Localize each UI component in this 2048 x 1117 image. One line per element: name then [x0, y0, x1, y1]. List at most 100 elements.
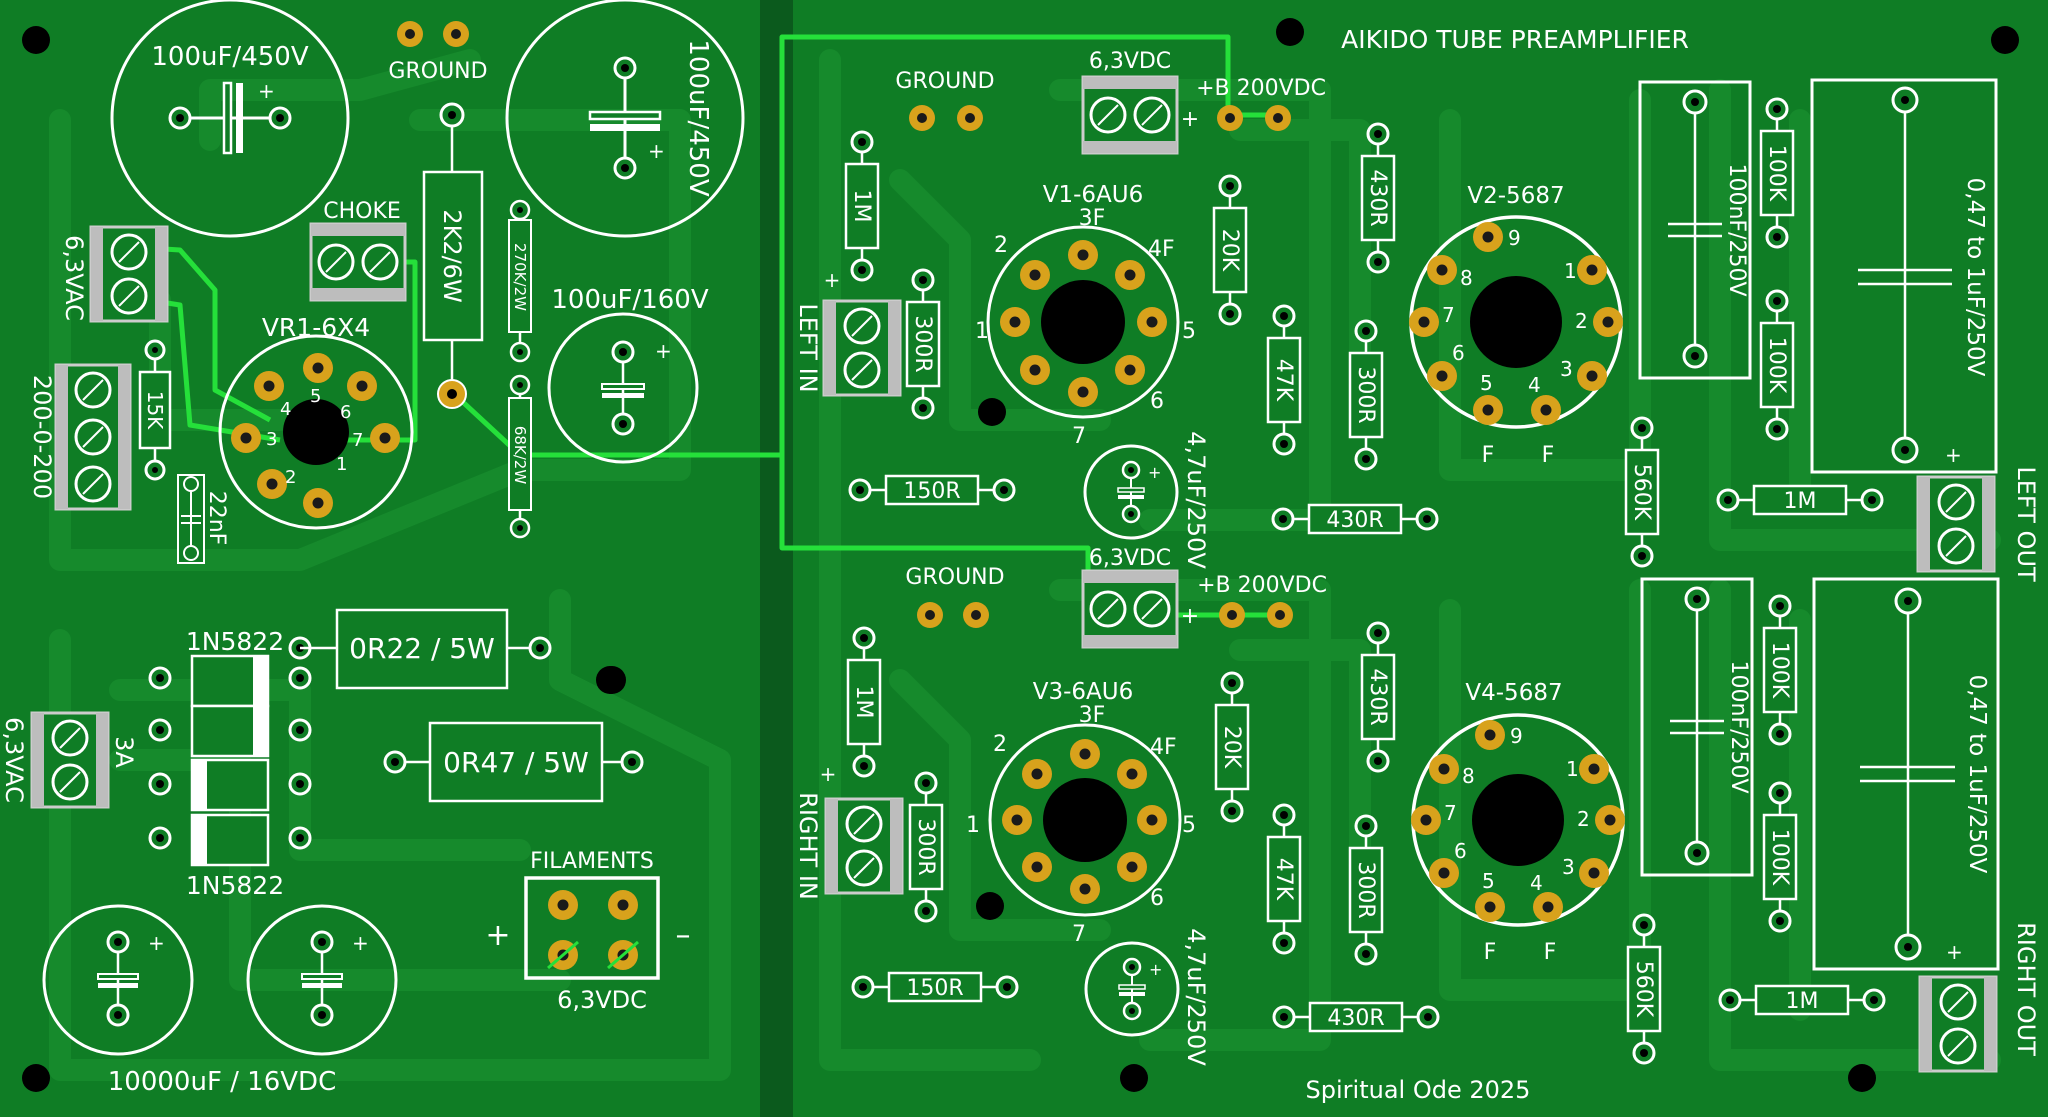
ch1-ground-pads: GROUND — [905, 565, 1005, 628]
rect-pin-1: 1 — [336, 454, 347, 475]
res-15k-label: 15K — [143, 391, 167, 430]
ch0-r-1m: 1M — [844, 130, 880, 282]
svg-text:+: + — [1946, 940, 1963, 964]
ch0-r-300a: 300R — [905, 268, 941, 420]
choke-label: CHOKE — [323, 199, 401, 224]
heater-terminal-label: 6,3VAC — [60, 235, 88, 321]
svg-text:+: + — [1149, 960, 1162, 979]
ch1-r-430b-label: 430R — [1327, 1006, 1384, 1031]
ch0-ground-pads: GROUND — [895, 69, 995, 131]
diode-bridge: 1N5822 1N5822 — [148, 627, 312, 900]
ch0-r-430b-label: 430R — [1326, 508, 1383, 533]
channel-left: GROUND 6,3VDC +B 200VDC + 1M + LEFT IN 3… — [794, 49, 2040, 582]
ch1-t2-pin-5: 5 — [1482, 869, 1495, 893]
ch0-t2-pin-1: 1 — [1564, 259, 1577, 283]
ch1-r-560k-label: 560K — [1631, 961, 1656, 1018]
svg-text:+: + — [352, 931, 369, 955]
svg-text:+: + — [824, 268, 841, 292]
res-0r22-label: 0R22 / 5W — [349, 632, 495, 665]
svg-text:+: + — [648, 139, 665, 163]
ch0-input-terminal: + LEFT IN — [794, 268, 902, 397]
ch0-tube1: V1-6AU6 1 2 3F 4F 5 6 7 — [975, 182, 1196, 449]
ch1-t2-pin-4: 4 — [1530, 871, 1543, 895]
ch0-r-100ka-label: 100K — [1764, 145, 1789, 202]
res-68k: 68K/2W — [508, 374, 532, 539]
ch0-heater-terminal: 6,3VDC — [1081, 49, 1179, 155]
diode-bottom-label: 1N5822 — [186, 871, 284, 900]
rect-pin-4: 4 — [280, 399, 291, 420]
cap-main-1-label: 100uF/450V — [151, 42, 308, 72]
cap-22n: 22nF — [177, 474, 229, 564]
cap-22n-label: 22nF — [204, 491, 229, 546]
ch0-r-47k-label: 47K — [1271, 359, 1296, 402]
svg-text:+: + — [1945, 443, 1962, 467]
ch1-output-label: RIGHT OUT — [2012, 922, 2040, 1056]
ch1-cap-out-label: 0,47 to 1uF/250V — [1964, 675, 1990, 874]
ch1-r-300a: 300R — [908, 771, 944, 923]
ch1-r-1m: 1M — [846, 626, 882, 778]
ch1-t2-pin-9: 9 — [1510, 724, 1523, 748]
ch0-t2-pin-3: 3 — [1560, 357, 1573, 381]
ch0-r-430a-label: 430R — [1365, 169, 1390, 226]
ch1-t2-pin-f2: F — [1544, 940, 1557, 965]
ch1-cap-100n-label: 100nF/250V — [1726, 660, 1751, 793]
amp-title: AIKIDO TUBE PREAMPLIFIER Spiritual Ode 2… — [1306, 25, 1689, 1104]
cap-main-1: + 100uF/450V — [110, 0, 350, 238]
hv-terminal: 200-0-200 — [28, 363, 132, 511]
filaments-plus: + — [485, 918, 510, 953]
ch0-r-100kb-label: 100K — [1764, 337, 1789, 394]
cap-main-2-label: 100uF/450V — [683, 39, 713, 196]
ch0-t1-pin-2: 2 — [994, 233, 1008, 258]
ch0-bplus-label: +B 200VDC — [1196, 76, 1326, 101]
ch0-r-150-label: 150R — [903, 479, 960, 504]
ch0-r-20k: 20K — [1212, 174, 1248, 326]
ch0-cap-100n: 100nF/250V — [1638, 80, 1752, 380]
svg-text:+: + — [655, 339, 672, 363]
filaments-volt-label: 6,3VDC — [557, 986, 647, 1014]
ch0-heater-label: 6,3VDC — [1089, 49, 1171, 74]
ch0-bplus-pads: +B 200VDC + — [1181, 76, 1326, 132]
fuse-label: 3A — [110, 736, 138, 768]
svg-text:+: + — [258, 79, 275, 103]
ch1-t2-pin-6: 6 — [1454, 839, 1467, 863]
filaments-label: FILAMENTS — [530, 849, 654, 874]
svg-text:+: + — [148, 931, 165, 955]
svg-text:+: + — [1181, 107, 1199, 132]
ch0-cap-100n-label: 100nF/250V — [1724, 163, 1749, 296]
ch0-r-430b: 430R — [1271, 503, 1439, 535]
res-0r47-label: 0R47 / 5W — [443, 746, 589, 779]
ch0-r-20k-label: 20K — [1217, 229, 1242, 272]
board-title: AIKIDO TUBE PREAMPLIFIER — [1341, 25, 1689, 54]
ch1-tube2: V4-5687 1 2 3 4 5 6 7 8 9 F F — [1411, 680, 1625, 965]
ch1-t2-pin-8: 8 — [1462, 764, 1475, 788]
ch1-ground-label: GROUND — [905, 565, 1004, 590]
res-2k2-label: 2K2/6W — [438, 209, 466, 302]
channel-right: GROUND 6,3VDC +B 200VDC + 1M + RIGHT IN … — [794, 546, 2040, 1073]
ch0-tube2: V2-5687 1 2 3 4 5 6 7 8 9 F F — [1409, 183, 1623, 468]
ch0-output-terminal: LEFT OUT — [1916, 466, 2040, 582]
ch1-r-300b-label: 300R — [1353, 861, 1378, 918]
ch1-t1-pin-2: 2 — [993, 732, 1007, 757]
ch0-output-label: LEFT OUT — [2012, 466, 2040, 582]
ch1-r-47k: 47K — [1266, 803, 1302, 955]
rect-pin-6: 6 — [340, 402, 351, 423]
ch0-r-100kb: 100K — [1759, 289, 1795, 441]
svg-text:+: + — [1181, 604, 1199, 629]
ch1-r-430a: 430R — [1360, 621, 1396, 773]
ch0-t2-pin-8: 8 — [1460, 266, 1473, 290]
ch1-r-100kb-label: 100K — [1767, 829, 1792, 886]
ch1-r-1m-out-label: 1M — [1786, 989, 1819, 1014]
ch1-tube1-label: V3-6AU6 — [1033, 679, 1134, 705]
ch0-r-560k: 560K — [1624, 416, 1660, 568]
ch0-input-label: LEFT IN — [794, 303, 822, 392]
cap-mid: + 100uF/160V — [547, 285, 709, 464]
ch0-t2-pin-9: 9 — [1508, 226, 1521, 250]
cap-10000-label: 10000uF / 16VDC — [108, 1067, 336, 1097]
ch1-t2-pin-1: 1 — [1566, 757, 1579, 781]
ch0-r-150: 150R — [848, 474, 1016, 506]
ch1-r-300a-label: 300R — [913, 818, 938, 875]
ch0-t2-pin-7: 7 — [1442, 303, 1455, 327]
ch1-t1-pin-3f: 3F — [1079, 703, 1106, 728]
ch0-r-560k-label: 560K — [1629, 464, 1654, 521]
